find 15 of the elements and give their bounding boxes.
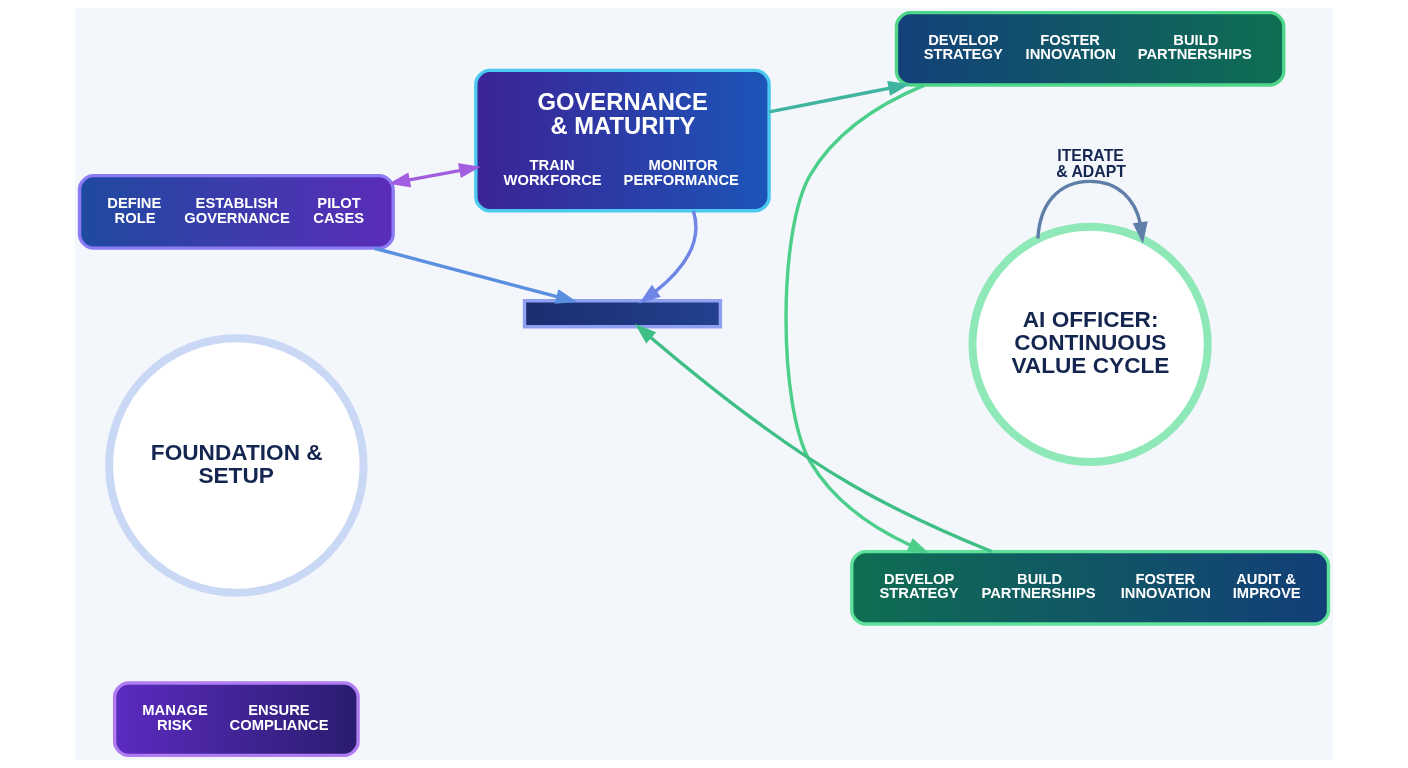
node-bar [522, 299, 723, 329]
arrow [639, 210, 698, 304]
arrow [388, 163, 481, 188]
node-box: MANAGE RISK ENSURE COMPLIANCE [112, 681, 360, 758]
arrow [374, 246, 578, 304]
arrow [1036, 179, 1148, 244]
node-box: DEVELOP STRATEGY BUILD PARTNERSHIPS FOSTER INNOVATION AUDIT & IMPROVE [850, 549, 1331, 626]
arrow [634, 323, 993, 554]
node-box: GOVERNANCE & MATURITY TRAIN WORKFORCE MONITOR PERFORMANCE [474, 68, 771, 213]
node-circle: FOUNDATION & SETUP [105, 334, 368, 597]
arrow [784, 83, 930, 554]
edge-label: ITERATE & ADAPT [1056, 147, 1126, 181]
arrow [768, 80, 910, 114]
node-box: DEVELOP STRATEGY FOSTER INNOVATION BUILD PARTNERSHIPS [894, 10, 1286, 87]
node-box: DEFINE ROLE ESTABLISH GOVERNANCE PILOT CASES [77, 173, 395, 250]
